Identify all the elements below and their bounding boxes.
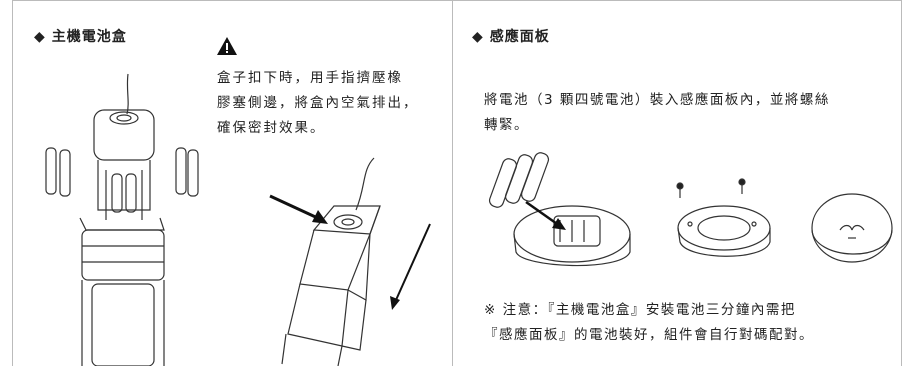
note-text: ※ 注意：『主機電池盒』安裝電池三分鐘內需把 『感應面板』的電池裝好，組件會自行… [484, 298, 814, 348]
warning-icon [217, 37, 237, 55]
diamond-marker-icon: ◆ [472, 29, 484, 45]
note-line-2: 『感應面板』的電池裝好，組件會自行對碼配對。 [484, 327, 814, 343]
sensor-panel-cover-illustration [811, 193, 893, 263]
instruction-line-2: 轉緊。 [484, 117, 529, 133]
section-divider [452, 0, 453, 366]
sensor-panel-base-illustration [676, 178, 771, 257]
battery-box-exploded-illustration [45, 73, 199, 366]
left-section-title: ◆ 主機電池盒 [34, 26, 127, 46]
warning-text: 盒子扣下時，用手指擠壓橡 膠塞側邊，將盒內空氣排出， 確保密封效果。 [217, 66, 449, 141]
battery-box-sealed-illustration [269, 157, 431, 366]
right-title-text: 感應面板 [489, 29, 550, 45]
note-line-1: ※ 注意：『主機電池盒』安裝電池三分鐘內需把 [484, 302, 796, 318]
warning-line-1: 盒子扣下時，用手指擠壓橡 [217, 70, 403, 86]
sensor-panel-battery-illustration [488, 152, 631, 267]
page-frame [12, 0, 902, 366]
diamond-marker-icon: ◆ [34, 29, 46, 45]
left-title-text: 主機電池盒 [51, 29, 127, 45]
instruction-line-1: 將電池（3 顆四號電池）裝入感應面板內，並將螺絲 [484, 92, 830, 108]
warning-line-3: 確保密封效果。 [217, 120, 326, 136]
right-section-title: ◆ 感應面板 [472, 26, 550, 46]
instruction-text: 將電池（3 顆四號電池）裝入感應面板內，並將螺絲 轉緊。 [484, 88, 830, 138]
warning-line-2: 膠塞側邊，將盒內空氣排出， [217, 95, 419, 111]
